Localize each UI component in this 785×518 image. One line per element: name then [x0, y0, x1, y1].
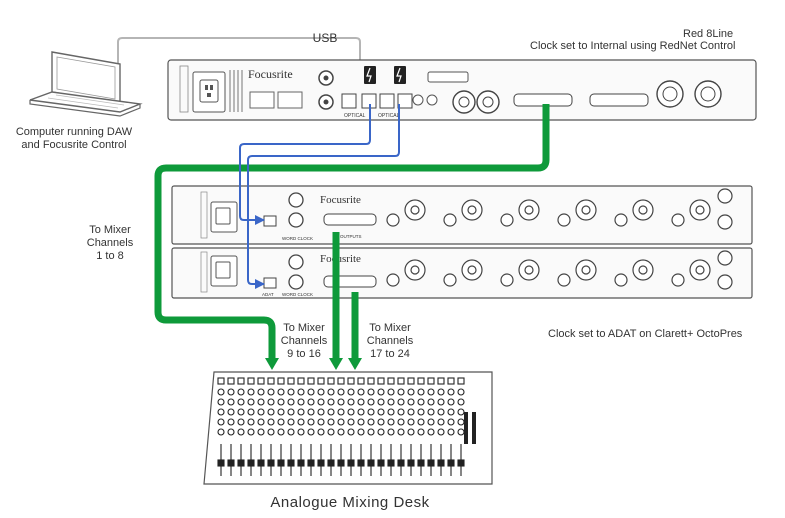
optical-label-2: OPTICAL	[378, 113, 400, 119]
word-clock-1: WORD CLOCK	[282, 236, 313, 241]
word-clock-2: WORD CLOCK	[282, 292, 313, 297]
optical-cable-1	[239, 104, 371, 225]
device-name-red-8line: Red 8Line	[683, 28, 734, 40]
brand-top: Focusrite	[248, 67, 293, 81]
to-mixer-9-16: To Mixer Channels 9 to 16	[280, 322, 328, 360]
laptop-icon	[29, 51, 143, 117]
clock-adat-note: Clock set to ADAT on Clarett+ OctoPres	[548, 328, 743, 340]
optical-cable-2	[247, 104, 400, 289]
usb-label: USB	[312, 31, 338, 45]
computer-label: Computer running DAW and Focusrite Contr…	[15, 126, 133, 151]
green-cable-1	[154, 104, 550, 362]
clarett-octopre-1	[171, 185, 753, 245]
adat-label: ADAT	[262, 292, 274, 297]
brand-octopre-1: Focusrite	[320, 194, 361, 206]
to-mixer-1-8: To Mixer Channels 1 to 8	[86, 224, 134, 262]
mixing-desk	[203, 371, 493, 485]
optical-label-1: OPTICAL	[344, 113, 366, 119]
usb-cable	[117, 37, 361, 80]
mixing-desk-title: Analogue Mixing Desk	[270, 494, 430, 511]
clarett-octopre-2	[171, 247, 753, 299]
to-mixer-17-24: To Mixer Channels 17 to 24	[366, 322, 414, 360]
outputs-1: OUTPUTS	[340, 234, 362, 239]
brand-octopre-2: Focusrite	[320, 253, 361, 265]
clock-internal-note: Clock set to Internal using RedNet Contr…	[530, 40, 736, 52]
red-8line-device	[167, 59, 757, 121]
